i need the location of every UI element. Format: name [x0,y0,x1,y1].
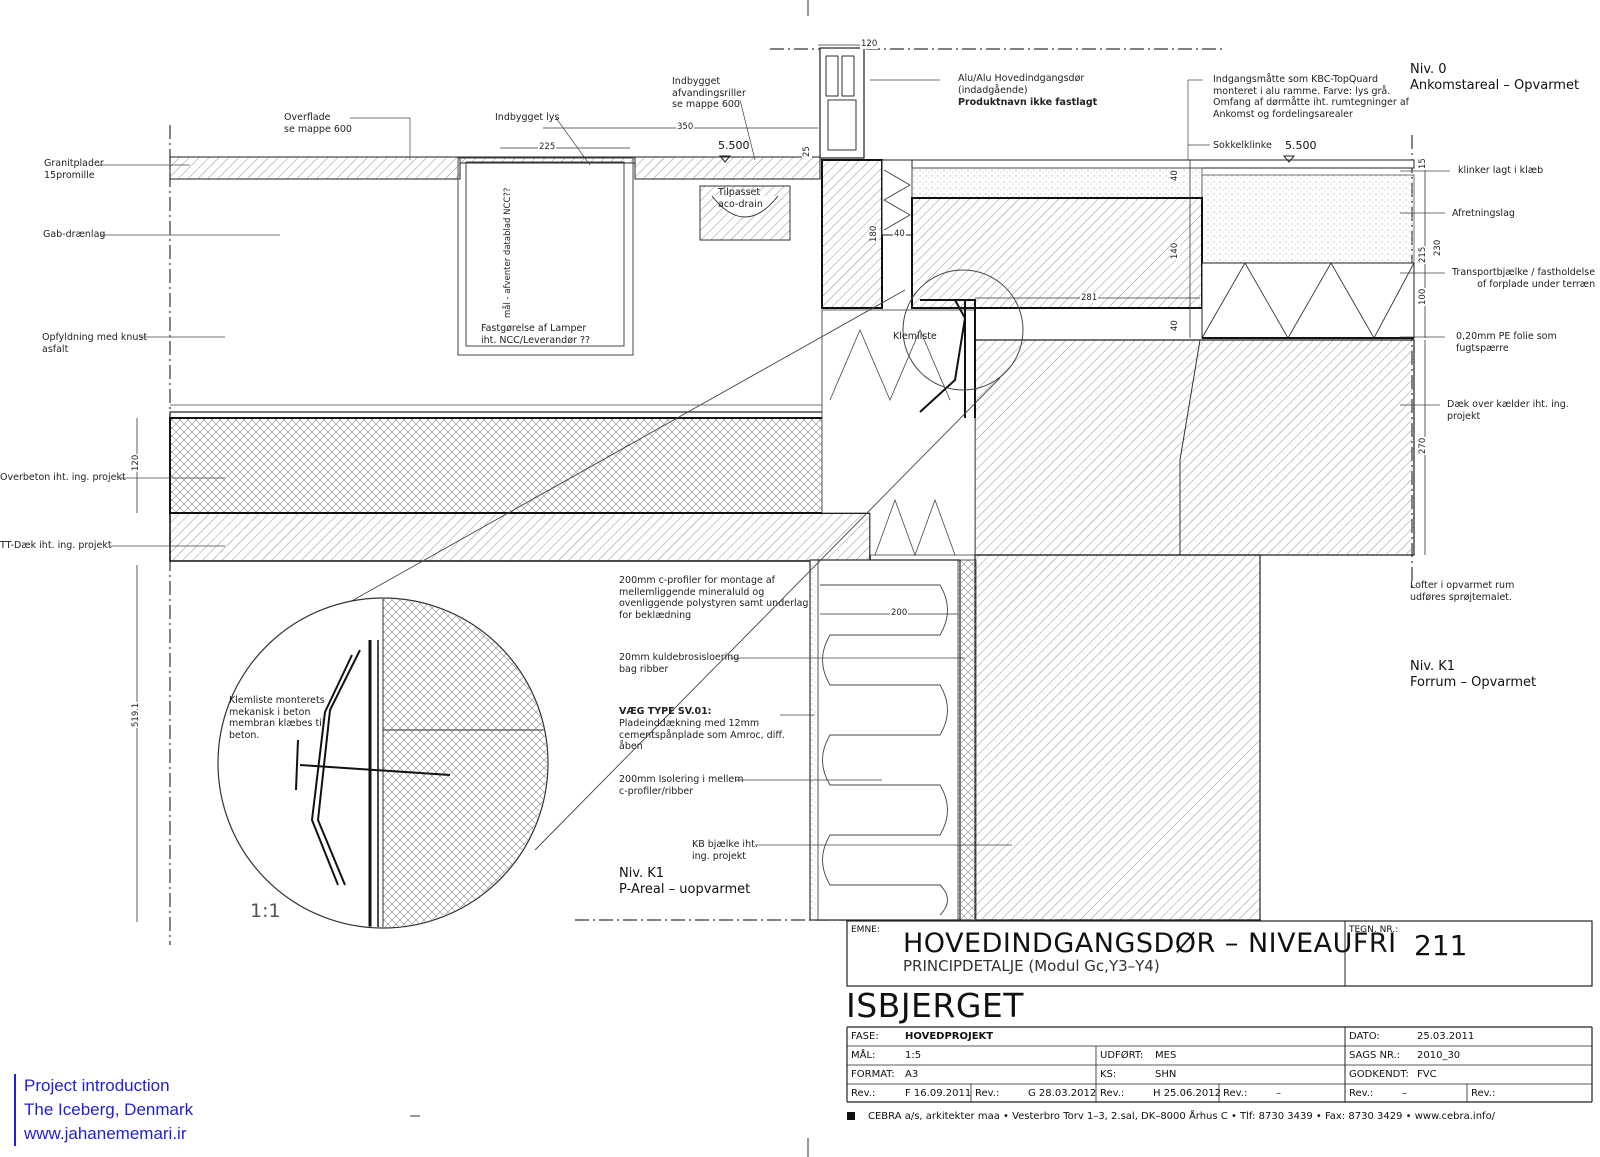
label-gab-drenlag: Gab-drænlag [43,229,106,240]
dim-40b: 40 [893,229,906,239]
dim-40a: 40 [1170,169,1180,182]
dim-281: 281 [1080,293,1099,303]
project-name: ISBJERGET [846,986,1024,1025]
dim-230: 230 [1433,238,1443,257]
tb-rev-label-2: Rev.: [975,1088,1000,1099]
dim-270: 270 [1418,436,1428,455]
label-isolering: 200mm Isolering i mellem c-profiler/ribb… [619,774,744,797]
credit-block: Project introduction The Iceberg, Denmar… [14,1074,193,1146]
dim-225: 225 [538,142,557,152]
drawing-subtitle: PRINCIPDETALJE (Modul Gc,Y3–Y4) [903,957,1160,975]
level-niv0-title: Niv. 0 [1410,62,1447,77]
tb-format-label: FORMAT: [851,1069,895,1080]
tb-rev-h: H 25.06.2012 [1153,1088,1221,1099]
tb-godkendt-label: GODKENDT: [1349,1069,1409,1080]
label-pe-folie: 0,20mm PE folie som fugtspærre [1456,331,1557,354]
label-overflade: Overflade se mappe 600 [284,112,352,135]
tb-fase-label: FASE: [851,1031,879,1042]
tb-rev-label-1: Rev.: [851,1088,876,1099]
dim-25: 25 [802,145,812,158]
label-sokkelklinke: Sokkelklinke [1213,140,1272,151]
label-granitplader: Granitplader 15promille [44,158,104,181]
label-pladeinddaekning: Pladeinddækning med 12mm cementspånplade… [619,718,785,752]
level-k1-right-title: Niv. K1 [1410,659,1456,674]
level-k1-right-name: Forrum – Opvarmet [1410,675,1537,690]
dim-215: 215 [1418,245,1428,264]
drawing-number: 211 [1414,929,1468,962]
label-c-profiler: 200mm c-profiler for montage af mellemli… [619,575,809,621]
dim-100: 100 [1418,287,1428,306]
dim-120-top: 120 [860,39,879,49]
tb-rev-label-5: Rev.: [1349,1088,1374,1099]
credit-line-2: The Iceberg, Denmark [24,1100,194,1119]
office-footer: CEBRA a/s, arkitekter maa • Vesterbro To… [868,1111,1496,1122]
dim-15: 15 [1418,157,1428,170]
tb-tegn-label: TEGN. NR.: [1349,925,1399,935]
tb-rev-g: G 28.03.2012 [1028,1088,1097,1099]
label-indgangsmaatte: Indgangsmåtte som KBC-TopQuard monteret … [1213,74,1409,120]
dim-120-left: 120 [131,453,141,472]
tb-emne-label: EMNE: [851,925,880,935]
tb-rev-label-3: Rev.: [1100,1088,1125,1099]
dim-350: 350 [676,122,695,132]
label-maal-afventer: mål - afventer datablad NCC?? [503,187,513,318]
label-vaeg-type: VÆG TYPE SV.01: [619,706,712,717]
tb-format: A3 [905,1069,919,1080]
tb-rev-dash-2: – [1402,1088,1407,1099]
label-afretningslag: Afretningslag [1452,208,1515,219]
elevation-left: 5.500 [718,139,750,152]
tb-rev-f: F 16.09.2011 [905,1088,972,1099]
label-overbeton: Overbeton iht. ing. projekt [0,472,126,483]
label-klemliste: Klemliste [893,331,937,342]
tb-ks: SHN [1155,1069,1177,1080]
tb-rev-dash-1: – [1276,1088,1281,1099]
label-indbygget-lys: Indbygget lys [495,112,560,123]
label-produktnavn: Produktnavn ikke fastlagt [958,97,1098,108]
label-klemliste-monteres: Klemliste monterets mekanisk i beton mem… [229,695,325,741]
tb-godkendt: FVC [1417,1069,1437,1080]
tb-fase: HOVEDPROJEKT [905,1031,994,1042]
tb-dato: 25.03.2011 [1417,1031,1475,1042]
label-daek-over-kaelder: Dæk over kælder iht. ing. projekt [1447,399,1569,422]
tb-rev-label-4: Rev.: [1223,1088,1248,1099]
label-transportbjaelke: Transportbjælke / fastholdelse of forpla… [1452,267,1596,290]
dim-40c: 40 [1170,319,1180,332]
tb-sags-label: SAGS NR.: [1349,1050,1401,1061]
label-fastgoerelse: Fastgørelse af Lamper iht. NCC/Leverandø… [481,323,591,346]
dim-200: 200 [890,608,909,618]
credit-line-1: Project introduction [24,1076,170,1095]
dim-140: 140 [1170,241,1180,260]
dim-519: 519.1 [131,701,141,728]
label-klinker: klinker lagt i klæb [1458,165,1544,176]
drawing-title: HOVEDINDGANGSDØR – NIVEAUFRI [903,928,1397,959]
label-afvandingsriller: Indbygget afvandingsriller se mappe 600 [672,76,746,110]
label-kb-bjaelke: KB bjælke iht. ing. projekt [692,839,758,862]
dim-180: 180 [869,224,879,243]
level-niv0-name: Ankomstareal – Opvarmet [1410,78,1580,93]
tb-maal: 1:5 [905,1050,922,1061]
tb-sags: 2010_30 [1417,1050,1461,1061]
level-k1-left-title: Niv. K1 [619,866,665,881]
tb-rev-label-6: Rev.: [1471,1088,1496,1099]
detail-scale: 1:1 [250,900,281,922]
tb-udfoert-label: UDFØRT: [1100,1050,1144,1061]
level-k1-left-name: P-Areal – uopvarmet [619,882,751,897]
tb-dato-label: DATO: [1349,1031,1380,1042]
label-tt-daek: TT-Dæk iht. ing. projekt [0,540,112,551]
tb-udfoert: MES [1155,1050,1177,1061]
tb-ks-label: KS: [1100,1069,1117,1080]
label-kuldebro: 20mm kuldebrosisloering bag ribber [619,652,740,675]
label-opfyldning: Opfyldning med knust asfalt [42,332,148,355]
elevation-right: 5.500 [1285,139,1317,152]
credit-line-3[interactable]: www.jahanememari.ir [24,1124,187,1143]
tb-maal-label: MÅL: [851,1050,876,1061]
label-hovedindgangsdoer: Alu/Alu Hovedindgangsdør (indadgående) [958,73,1085,96]
label-lofter: Lofter i opvarmet rum udføres sprøjtemal… [1410,580,1515,603]
label-tilpasset-aco: Tilpasset aco-drain [718,187,763,210]
